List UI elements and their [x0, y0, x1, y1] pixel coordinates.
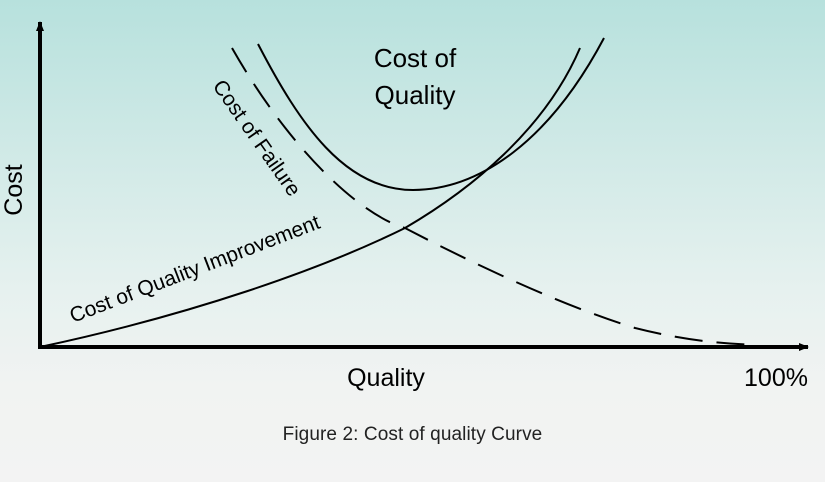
cost-of-quality-curve [257, 37, 605, 192]
cost-of-failure-curve [231, 47, 759, 346]
cost-of-failure-label: Cost of Failure [208, 76, 305, 201]
x-axis-label: Quality [347, 364, 425, 392]
x-axis-end-label: 100% [744, 364, 808, 392]
y-axis-label: Cost [0, 164, 28, 215]
cost-of-quality-label-line2: Quality [375, 80, 456, 110]
cost-of-quality-label-line1: Cost of [374, 43, 457, 73]
figure-caption: Figure 2: Cost of quality Curve [282, 424, 543, 445]
cost-of-quality-improvement-label: Cost of Quality Improvement [67, 211, 324, 328]
cost-of-quality-improvement-curve [39, 47, 581, 348]
